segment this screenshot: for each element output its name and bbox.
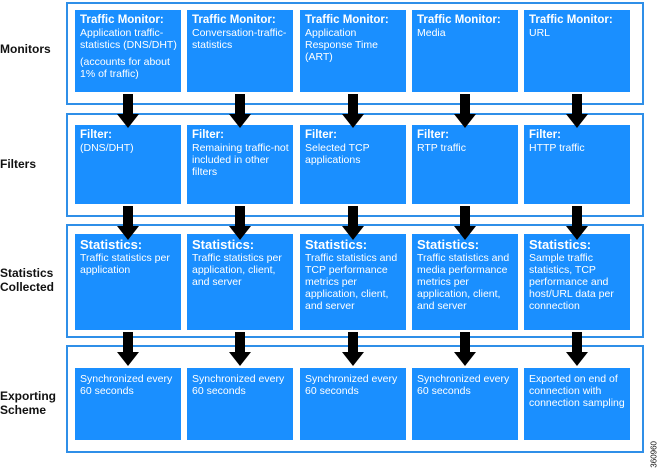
down-arrow-icon	[117, 206, 139, 240]
filter-box-head: Filter:	[417, 129, 449, 141]
down-arrow-icon	[566, 206, 588, 240]
monitor-box-head: Traffic Monitor:	[80, 14, 164, 26]
monitor-box-body: Conversation-traffic-statistics	[192, 27, 287, 51]
exporting-box-2: Synchronized every 60 seconds	[187, 368, 293, 440]
statistics-box-head: Statistics:	[417, 237, 480, 252]
statistics-box-3: Statistics: Traffic statistics and TCP p…	[300, 234, 406, 330]
monitor-box-head: Traffic Monitor:	[417, 14, 501, 26]
filter-box-2: Filter: Remaining traffic-not included i…	[187, 125, 293, 204]
exporting-box-body: Synchronized every 60 seconds	[417, 373, 510, 397]
filter-box-5: Filter: HTTP traffic	[524, 125, 630, 204]
monitor-box-body: URL	[529, 27, 551, 39]
exporting-box-body: Synchronized every 60 seconds	[305, 373, 398, 397]
statistics-box-body: Traffic statistics and TCP performance m…	[305, 252, 398, 312]
figure-id: 360960	[650, 441, 659, 468]
down-arrow-icon	[454, 94, 476, 128]
monitor-box-5: Traffic Monitor: URL	[524, 10, 630, 92]
down-arrow-icon	[342, 332, 364, 366]
down-arrow-icon	[342, 94, 364, 128]
statistics-box-5: Statistics: Sample traffic statistics, T…	[524, 234, 630, 330]
filter-box-3: Filter: Selected TCP applications	[300, 125, 406, 204]
exporting-box-body: Synchronized every 60 seconds	[80, 373, 173, 397]
down-arrow-icon	[566, 94, 588, 128]
monitor-box-1: Traffic Monitor: Application traffic-sta…	[75, 10, 181, 92]
monitor-box-body: Application traffic-statistics (DNS/DHT)	[80, 27, 177, 51]
down-arrow-icon	[229, 206, 251, 240]
filter-box-body: (DNS/DHT)	[80, 142, 134, 154]
statistics-box-4: Statistics: Traffic statistics and media…	[412, 234, 518, 330]
exporting-box-1: Synchronized every 60 seconds	[75, 368, 181, 440]
filter-box-4: Filter: RTP traffic	[412, 125, 518, 204]
monitor-box-4: Traffic Monitor: Media	[412, 10, 518, 92]
statistics-box-body: Traffic statistics per application, clie…	[192, 252, 282, 288]
down-arrow-icon	[117, 94, 139, 128]
monitor-box-body: Media	[417, 27, 446, 39]
statistics-box-head: Statistics:	[529, 237, 592, 252]
monitor-box-note: (accounts for about 1% of traffic)	[80, 56, 170, 80]
filter-box-body: Selected TCP applications	[305, 142, 370, 166]
row-label-monitors: Monitors	[0, 42, 51, 56]
statistics-box-1: Statistics: Traffic statistics per appli…	[75, 234, 181, 330]
down-arrow-icon	[454, 332, 476, 366]
monitor-box-body: Application Response Time (ART)	[305, 27, 378, 63]
statistics-box-head: Statistics:	[80, 237, 143, 252]
filter-box-head: Filter:	[192, 129, 224, 141]
row-label-filters: Filters	[0, 157, 37, 171]
statistics-box-head: Statistics:	[192, 237, 255, 252]
row-label-exporting: Exporting Scheme	[0, 389, 56, 417]
down-arrow-icon	[566, 332, 588, 366]
filter-box-head: Filter:	[80, 129, 112, 141]
statistics-box-head: Statistics:	[305, 237, 368, 252]
monitor-box-head: Traffic Monitor:	[305, 14, 389, 26]
monitor-box-head: Traffic Monitor:	[529, 14, 613, 26]
down-arrow-icon	[342, 206, 364, 240]
exporting-box-4: Synchronized every 60 seconds	[412, 368, 518, 440]
statistics-box-2: Statistics: Traffic statistics per appli…	[187, 234, 293, 330]
filter-box-body: RTP traffic	[417, 142, 467, 154]
row-label-statistics: Statistics Collected	[0, 266, 55, 294]
filter-box-body: HTTP traffic	[529, 142, 585, 154]
statistics-box-body: Sample traffic statistics, TCP performan…	[529, 252, 614, 312]
filter-box-1: Filter: (DNS/DHT)	[75, 125, 181, 204]
down-arrow-icon	[229, 332, 251, 366]
monitor-box-2: Traffic Monitor: Conversation-traffic-st…	[187, 10, 293, 92]
statistics-box-body: Traffic statistics and media performance…	[417, 252, 510, 312]
filter-box-head: Filter:	[305, 129, 337, 141]
exporting-box-3: Synchronized every 60 seconds	[300, 368, 406, 440]
exporting-box-body: Synchronized every 60 seconds	[192, 373, 285, 397]
down-arrow-icon	[117, 332, 139, 366]
filter-box-head: Filter:	[529, 129, 561, 141]
monitor-box-3: Traffic Monitor: Application Response Ti…	[300, 10, 406, 92]
statistics-box-body: Traffic statistics per application	[80, 252, 170, 276]
down-arrow-icon	[229, 94, 251, 128]
monitor-box-head: Traffic Monitor:	[192, 14, 276, 26]
filter-box-body: Remaining traffic-not included in other …	[192, 142, 289, 178]
down-arrow-icon	[454, 206, 476, 240]
exporting-box-body: Exported on end of connection with conne…	[529, 373, 625, 409]
exporting-box-5: Exported on end of connection with conne…	[524, 368, 630, 440]
